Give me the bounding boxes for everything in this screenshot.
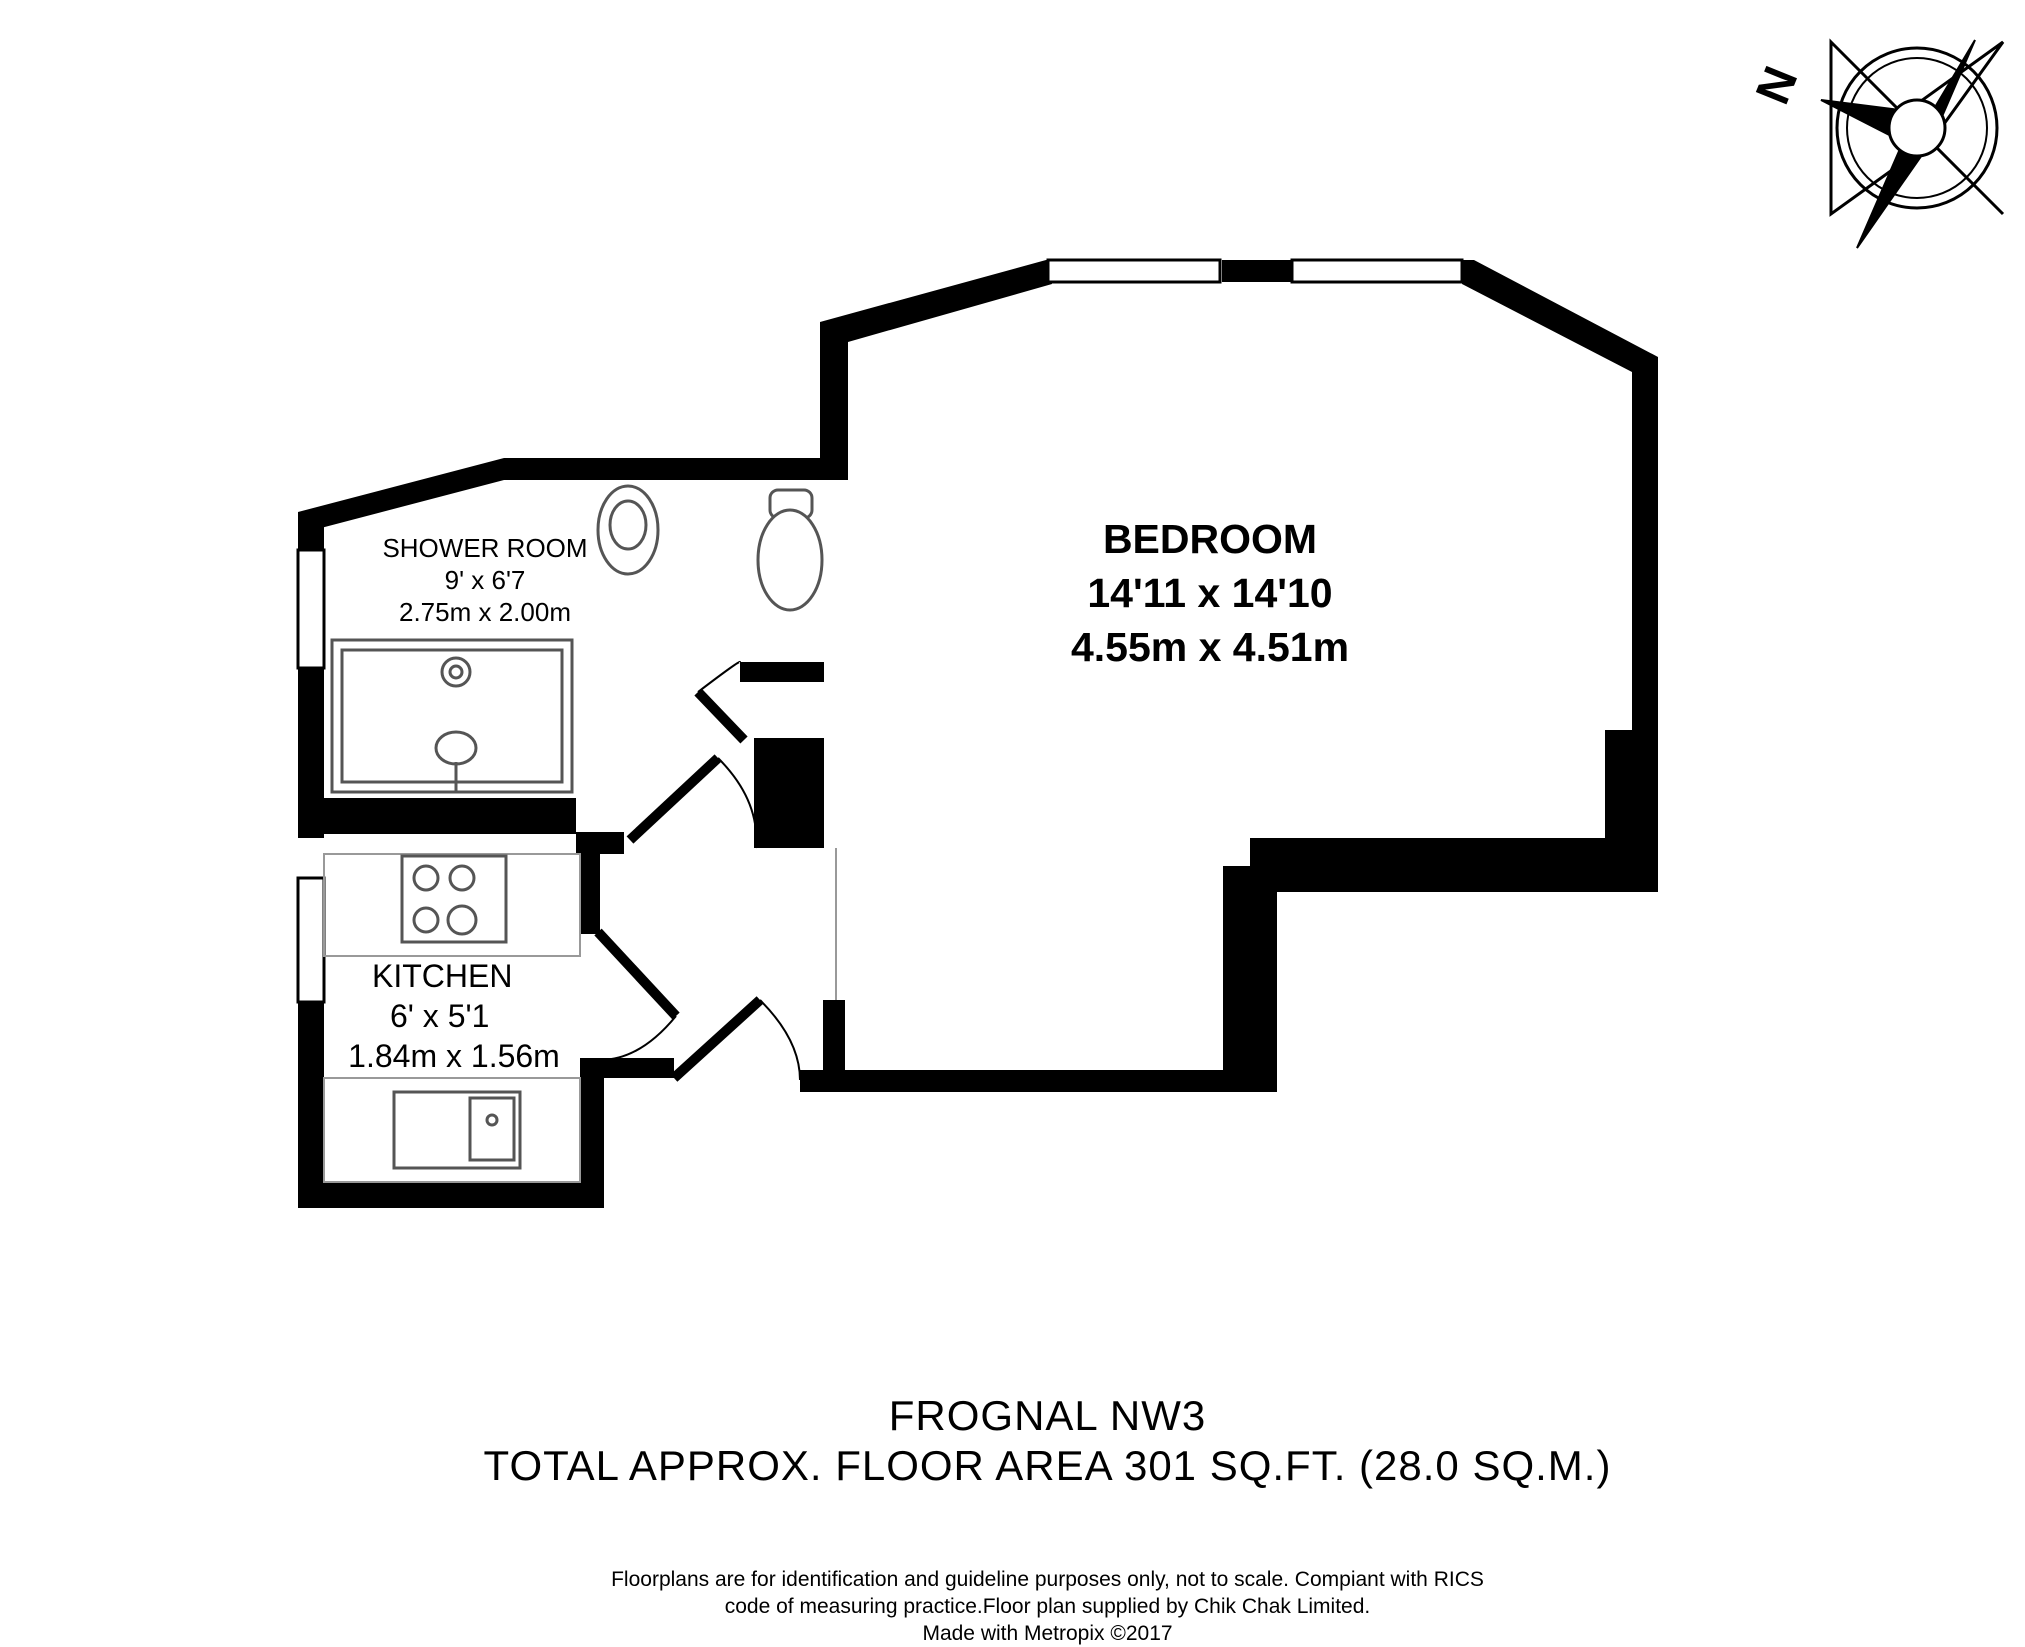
shower-room-metric: 2.75m x 2.00m: [399, 597, 571, 627]
shower-wall-left: [298, 666, 324, 838]
windows: [296, 258, 1464, 1004]
central-wall-block: [754, 738, 824, 848]
compass-inner-ring: [1846, 57, 1988, 199]
shower-room-label: SHOWER ROOM 9' x 6'7 2.75m x 2.00m: [340, 532, 630, 628]
kitchen-sink-bowl: [468, 1096, 516, 1162]
entrance-door-leaf: [670, 996, 764, 1082]
walls: [298, 260, 1658, 1208]
kitchen-wall-right-upper: [580, 850, 600, 934]
toilet-bowl: [756, 508, 824, 612]
kitchen-label: KITCHEN 6' x 5'1 1.84m x 1.56m: [326, 956, 582, 1076]
bedroom-wall-left-lower: [823, 1000, 845, 1090]
kitchen-window: [296, 876, 326, 1004]
doors: [594, 660, 837, 1082]
disclaimer-line-2: code of measuring practice.Floor plan su…: [724, 1595, 1371, 1618]
wash-basin-inner: [608, 499, 648, 551]
compass-rose-icon: [1820, 38, 2005, 249]
wash-basin: [596, 484, 660, 576]
hob-ring-3: [412, 906, 440, 934]
shower-room-imperial: 9' x 6'7: [444, 565, 526, 595]
bedroom-wall-bottom: [800, 1070, 1277, 1092]
bedroom-wall-step-vertical: [1223, 866, 1277, 1088]
kitchen-wall-right-lower: [580, 1058, 604, 1208]
fixtures: [323, 484, 824, 1183]
kitchen-sink: [392, 1090, 522, 1170]
shower-tray: [330, 638, 574, 794]
entrance-door-swing: [759, 999, 801, 1081]
bedroom-metric: 4.55m x 4.51m: [1070, 624, 1350, 670]
shower-tray-inner: [340, 648, 564, 784]
kitchen-counter-top: [323, 853, 581, 957]
hob-ring-4: [446, 904, 478, 936]
disclaimer: Floorplans are for identification and gu…: [0, 1566, 2025, 1647]
hall-door-upper-swing: [717, 757, 758, 849]
bedroom-window-right: [1290, 258, 1464, 284]
shower-drain: [440, 656, 472, 688]
divider-stub: [576, 832, 624, 854]
kitchen-wall-stub: [580, 1058, 674, 1078]
kitchen-wall-bottom: [298, 1182, 604, 1208]
hob-ring-1: [412, 864, 440, 892]
hob-ring-2: [448, 864, 476, 892]
kitchen-wall-left: [298, 1000, 324, 1208]
kitchen-sink-drain: [485, 1113, 499, 1127]
kitchen-counter-bottom: [323, 1077, 581, 1183]
shower-room-name: SHOWER ROOM: [382, 533, 588, 563]
bedroom-name: BEDROOM: [1102, 516, 1318, 562]
shower-drain-inner: [448, 664, 464, 680]
kitchen-door-leaf: [594, 928, 680, 1020]
shower-door-swing: [697, 660, 741, 693]
bedroom-wall-top-middle: [1222, 260, 1294, 282]
kitchen-imperial: 6' x 5'1: [390, 998, 490, 1034]
bedroom-wall-bottom-step: [1250, 838, 1658, 892]
bedroom-imperial: 14'11 x 14'10: [1087, 570, 1333, 616]
kitchen-metric: 1.84m x 1.56m: [348, 1038, 560, 1074]
disclaimer-line-1: Floorplans are for identification and gu…: [611, 1568, 1484, 1591]
shower-wall-partition: [740, 662, 824, 682]
shower-kitchen-divider: [324, 798, 576, 834]
kitchen-name: KITCHEN: [372, 958, 513, 994]
bedroom-label: BEDROOM 14'11 x 14'10 4.55m x 4.51m: [1040, 512, 1380, 674]
shower-wall-left-top: [298, 512, 324, 552]
disclaimer-line-3: Made with Metropix ©2017: [922, 1622, 1173, 1645]
kitchen-door-swing: [599, 1015, 677, 1061]
shower-door-leaf: [694, 688, 748, 744]
bedroom-wall-right-thick: [1605, 730, 1658, 838]
shower-room-window: [296, 548, 326, 670]
floor-area: TOTAL APPROX. FLOOR AREA 301 SQ.FT. (28.…: [483, 1442, 1612, 1489]
compass-outer-ring: [1835, 46, 1999, 210]
bedroom-window-left: [1046, 258, 1222, 284]
bedroom-wall-top-left-diagonal: [820, 260, 1052, 480]
shower-wall-top: [298, 458, 824, 534]
property-address: FROGNAL NW3: [888, 1392, 1207, 1439]
compass-center: [1887, 98, 1947, 158]
hall-door-upper: [626, 754, 722, 844]
